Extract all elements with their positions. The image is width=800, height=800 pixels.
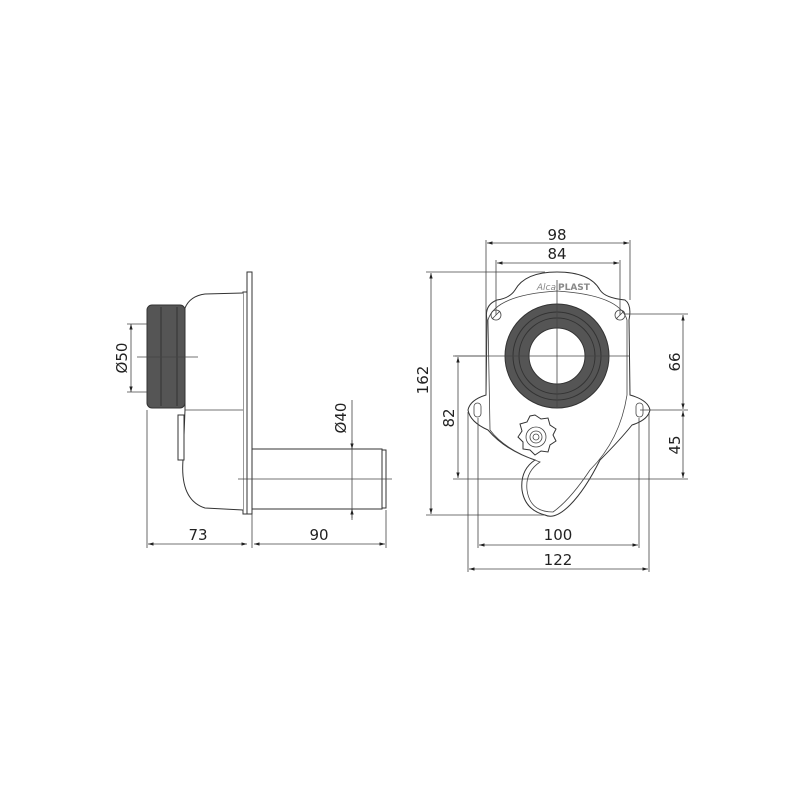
flange: [242, 291, 248, 515]
dimension-inner-top-width: 84: [495, 245, 621, 315]
svg-text:73: 73: [188, 526, 207, 544]
brand-logo-suffix: PLAST: [558, 283, 591, 293]
svg-text:162: 162: [414, 366, 432, 395]
dimension-outlet-diameter: Ø40: [332, 400, 354, 520]
dimension-depth: 73: [146, 410, 253, 548]
dimension-mount-hole-width: 100: [477, 418, 640, 548]
dimension-outer-top-width: 98: [485, 226, 631, 395]
svg-text:122: 122: [544, 551, 573, 569]
dimension-lower-mount-spacing: 45: [666, 411, 685, 478]
dimension-total-height: 162: [414, 271, 545, 516]
svg-text:98: 98: [547, 226, 566, 244]
side-view: Ø50 Ø40 73 90: [113, 271, 392, 548]
dimension-inlet-diameter: Ø50: [113, 323, 147, 393]
dimension-total-width: 122: [467, 412, 650, 572]
trap-body: [182, 292, 244, 511]
dimension-outlet-length: 90: [254, 510, 387, 548]
inlet-gasket: [146, 304, 186, 409]
svg-text:66: 66: [666, 352, 684, 371]
clip: [177, 414, 185, 461]
cleaning-cap: [517, 414, 557, 456]
svg-text:82: 82: [440, 408, 458, 427]
dimension-upper-mount-spacing: 66: [625, 313, 688, 411]
front-view: Alca PLAST 98 8: [414, 226, 688, 572]
wall-plate: [246, 271, 253, 515]
svg-text:90: 90: [309, 526, 328, 544]
svg-text:Ø40: Ø40: [332, 403, 350, 434]
svg-text:100: 100: [544, 526, 573, 544]
svg-text:45: 45: [666, 435, 684, 454]
svg-text:84: 84: [547, 245, 566, 263]
brand-logo: Alca: [536, 283, 556, 293]
svg-text:Ø50: Ø50: [113, 343, 131, 374]
